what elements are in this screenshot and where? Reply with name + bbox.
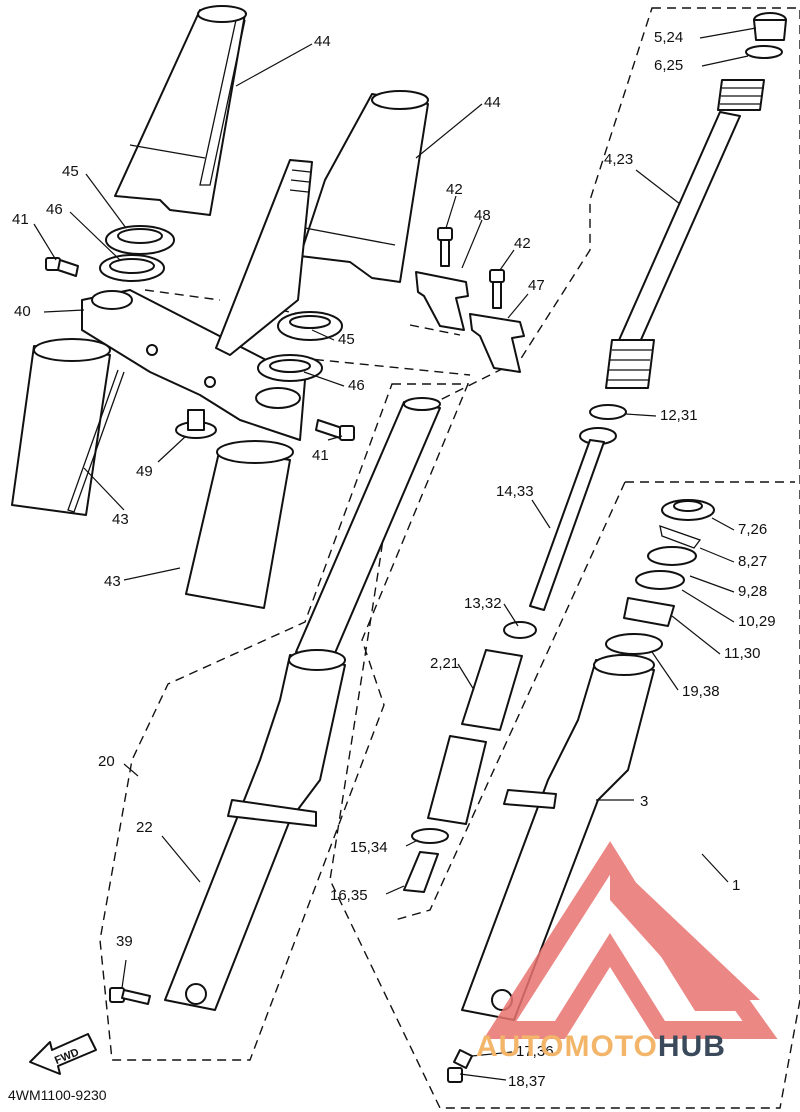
part-label: 41 — [12, 211, 29, 228]
part-label: 19,38 — [682, 683, 720, 700]
upper-fork-cover-right — [299, 90, 429, 283]
seal-set-left — [99, 225, 175, 282]
part-label: 3 — [640, 793, 649, 810]
oil-seal-stack — [605, 499, 715, 655]
part-label: 4,23 — [604, 151, 634, 168]
leader-lines — [33, 27, 757, 1081]
cap-bolt — [745, 12, 787, 59]
part-label: 13,32 — [464, 595, 502, 612]
part-label: 5,24 — [654, 29, 684, 46]
outer-tube-left — [109, 649, 346, 1011]
part-label: 42 — [446, 181, 463, 198]
fwd-arrow-icon: FWD — [29, 1033, 97, 1075]
part-label: 16,35 — [330, 887, 368, 904]
part-label: 18,37 — [508, 1073, 546, 1090]
part-label: 47 — [528, 277, 545, 294]
cable-guide-48 — [415, 271, 469, 331]
outer-tube-right — [447, 654, 655, 1083]
part-label: 22 — [136, 819, 153, 836]
screw-42-upper — [437, 227, 453, 267]
lower-fork-cover-right — [185, 440, 294, 609]
part-label: 6,25 — [654, 57, 684, 74]
cable-guide-47 — [469, 313, 525, 373]
part-label: 43 — [112, 511, 129, 528]
inner-tube — [295, 397, 441, 661]
part-label: 41 — [312, 447, 329, 464]
part-label: 1 — [732, 877, 741, 894]
part-label: 46 — [46, 201, 63, 218]
under-bracket — [81, 159, 313, 441]
damper-rod — [403, 404, 627, 893]
part-label: 49 — [136, 463, 153, 480]
part-label: 44 — [314, 33, 331, 50]
part-label: 15,34 — [350, 839, 388, 856]
grommet-49 — [175, 409, 217, 439]
watermark-part-auto: AUTO — [476, 1030, 565, 1063]
bolt-left — [45, 257, 79, 277]
fork-spring — [605, 79, 765, 389]
lower-fork-cover-left — [11, 338, 125, 516]
watermark-logo-icon — [483, 841, 778, 1039]
part-label: 40 — [14, 303, 31, 320]
part-label: 2,21 — [430, 655, 460, 672]
upper-fork-cover-left — [114, 5, 247, 216]
part-label: 44 — [484, 94, 501, 111]
watermark-part-moto: MOTO — [564, 1030, 658, 1063]
part-label: 10,29 — [738, 613, 776, 630]
part-label: 43 — [104, 573, 121, 590]
part-label: 48 — [474, 207, 491, 224]
screw-42-lower — [489, 269, 505, 309]
bolt-right — [315, 419, 355, 441]
seal-set-right — [257, 311, 343, 382]
part-label: 46 — [348, 377, 365, 394]
part-label: 20 — [98, 753, 115, 770]
part-label: 11,30 — [724, 645, 761, 662]
part-label: 39 — [116, 933, 133, 950]
watermark-part-hub: HUB — [657, 1030, 726, 1063]
part-label: 14,33 — [496, 483, 534, 500]
part-label: 42 — [514, 235, 531, 252]
part-label: 17,36 — [516, 1043, 554, 1060]
diagram-code: 4WM1100-9230 — [8, 1087, 107, 1103]
part-label: 45 — [62, 163, 79, 180]
part-label: 7,26 — [738, 521, 768, 538]
part-label: 45 — [338, 331, 355, 348]
watermark-text: AUTOMOTOHUB — [476, 1032, 726, 1062]
part-label: 8,27 — [738, 553, 768, 570]
part-label: 9,28 — [738, 583, 768, 600]
part-label: 12,31 — [660, 407, 698, 424]
